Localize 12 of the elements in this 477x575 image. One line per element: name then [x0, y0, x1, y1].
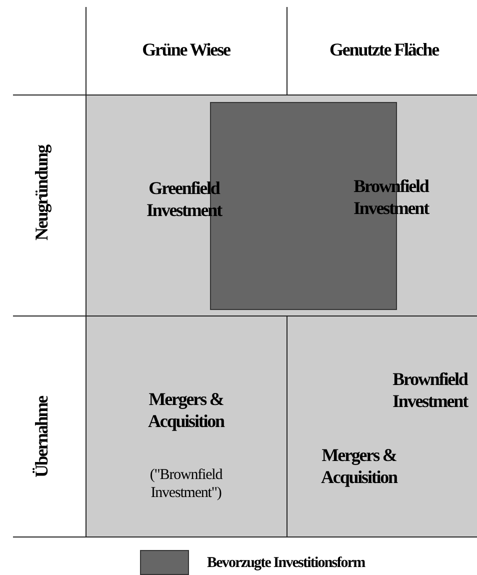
cell-text: Mergers & Acquisition — [320, 444, 398, 488]
cell-text: Mergers & Acquisition — [147, 388, 226, 432]
note-text: ("Brownfield Investment") — [148, 466, 224, 502]
matrix-cell — [86, 95, 477, 316]
column-header: Grüne Wiese — [142, 40, 230, 60]
matrix-cell — [287, 316, 477, 537]
column-header: Genutzte Fläche — [330, 40, 438, 60]
cell-text: Brownfield Investment — [392, 368, 470, 412]
row-header: Neugründung — [32, 146, 52, 240]
matrix-cell — [86, 316, 287, 537]
row-header: Übernahme — [32, 396, 52, 478]
legend-text: Bevorzugte Investitionsform — [207, 555, 365, 572]
